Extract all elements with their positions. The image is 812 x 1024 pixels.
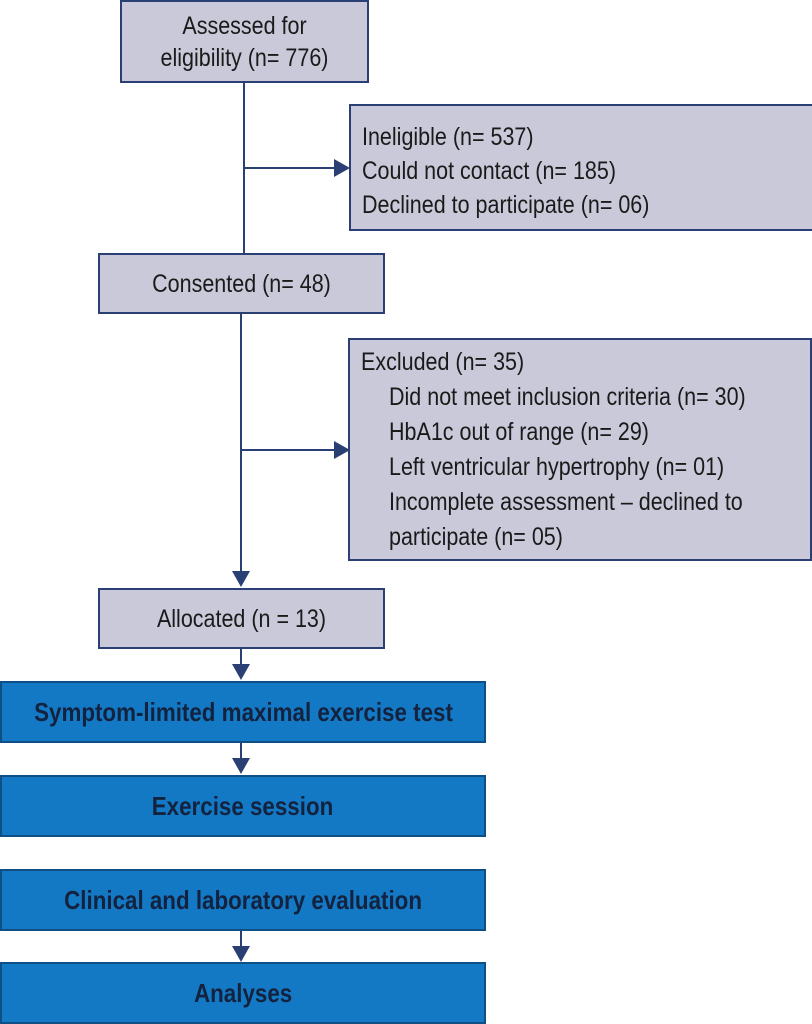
connector-main-middle	[240, 313, 242, 571]
ineligible-item: Ineligible (n= 537)	[362, 123, 534, 151]
could-not-contact-item: Could not contact (n= 185)	[362, 157, 616, 185]
connector-allocated-to-test	[240, 648, 242, 666]
excluded-item-incomplete: Incomplete assessment – declined to	[389, 488, 743, 516]
excluded-item-lvh: Left ventricular hypertrophy (n= 01)	[389, 453, 725, 481]
declined-item: Declined to participate (n= 06)	[362, 191, 650, 219]
connector-eval-to-analyses	[240, 930, 242, 948]
consented-label: Consented (n= 48)	[152, 270, 331, 298]
step-exercise-test: Symptom-limited maximal exercise test	[0, 681, 486, 743]
step-exercise-session: Exercise session	[0, 775, 486, 837]
arrow-to-session	[232, 758, 250, 774]
step-clinical-evaluation-label: Clinical and laboratory evaluation	[64, 884, 422, 915]
excluded-item-hba1c: HbA1c out of range (n= 29)	[389, 418, 649, 446]
connector-to-excluded	[240, 449, 336, 451]
assessed-line2: eligibility (n= 776)	[160, 44, 329, 72]
allocated-label: Allocated (n = 13)	[156, 605, 327, 633]
step-analyses: Analyses	[0, 962, 486, 1024]
connector-test-to-session	[240, 742, 242, 760]
excluded-item-participate: participate (n= 05)	[389, 523, 563, 551]
arrow-to-allocated	[232, 571, 250, 587]
arrow-to-ineligible	[334, 159, 350, 177]
excluded-box: Excluded (n= 35) Did not meet inclusion …	[348, 338, 812, 561]
arrow-to-excluded	[334, 441, 350, 459]
excluded-title: Excluded (n= 35)	[361, 348, 525, 376]
consented-box: Consented (n= 48)	[98, 253, 385, 314]
step-exercise-test-label: Symptom-limited maximal exercise test	[33, 696, 453, 727]
allocated-box: Allocated (n = 13)	[98, 588, 385, 649]
step-exercise-session-label: Exercise session	[152, 790, 334, 821]
connector-to-ineligible	[243, 167, 337, 169]
arrow-to-test	[232, 664, 250, 680]
excluded-item-criteria: Did not meet inclusion criteria (n= 30)	[389, 383, 746, 411]
ineligible-box: Ineligible (n= 537) Could not contact (n…	[349, 104, 812, 231]
arrow-to-analyses	[232, 946, 250, 962]
assessed-box: Assessed for eligibility (n= 776)	[120, 0, 369, 83]
assessed-line1: Assessed for	[182, 12, 307, 40]
step-clinical-evaluation: Clinical and laboratory evaluation	[0, 869, 486, 931]
step-analyses-label: Analyses	[193, 977, 293, 1008]
